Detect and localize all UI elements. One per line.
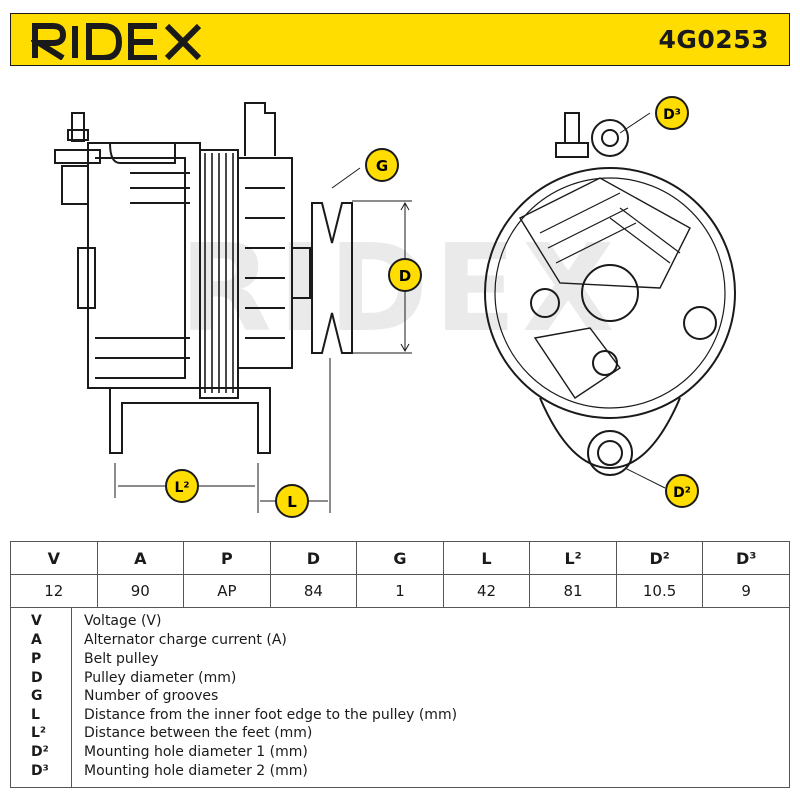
legend-divider [71, 608, 72, 787]
legend-item: V Voltage (V) [11, 613, 791, 632]
badge-d-label: D [399, 267, 411, 285]
legend-key: L [31, 707, 40, 723]
badge-d3-label: D³ [663, 107, 681, 123]
ridex-logo [31, 23, 202, 60]
legend-item: L² Distance between the feet (mm) [11, 725, 791, 744]
legend-key: D³ [31, 763, 49, 779]
spec-header: A [96, 541, 185, 575]
spec-value: 10.5 [615, 574, 704, 608]
legend-key: V [31, 613, 42, 629]
spec-header: D² [615, 541, 704, 575]
legend-text: Distance from the inner foot edge to the… [84, 707, 458, 723]
badge-l: L [275, 484, 309, 518]
spec-value: 9 [702, 574, 790, 608]
part-number: 4G0253 [658, 25, 769, 54]
badge-d: D [388, 258, 422, 292]
legend-item: D Pulley diameter (mm) [11, 670, 791, 689]
legend-key: L² [31, 725, 47, 741]
legend-text: Number of grooves [84, 688, 219, 704]
badge-d2: D² [665, 474, 699, 508]
legend-item: G Number of grooves [11, 688, 791, 707]
badge-l-label: L [287, 493, 297, 511]
legend-item: D³ Mounting hole diameter 2 (mm) [11, 763, 791, 782]
spec-header: V [10, 541, 98, 575]
badge-g-label: G [376, 157, 388, 175]
spec-value: AP [183, 574, 271, 608]
leader-lines-rear [619, 112, 666, 489]
legend-text: Voltage (V) [84, 613, 162, 629]
badge-d2-label: D² [673, 485, 691, 501]
badge-g: G [365, 148, 399, 182]
legend-key: D [31, 670, 43, 686]
spec-header: G [356, 541, 444, 575]
legend-text: Alternator charge current (A) [84, 632, 287, 648]
spec-value: 42 [442, 574, 531, 608]
legend-key: A [31, 632, 42, 648]
rear-view [484, 112, 736, 476]
legend-text: Mounting hole diameter 1 (mm) [84, 744, 308, 760]
badge-d3: D³ [655, 96, 689, 130]
legend: V Voltage (V) A Alternator charge curren… [10, 608, 790, 788]
spec-header: L [442, 541, 531, 575]
alternator-drawing: RIDEX [54, 96, 736, 518]
legend-item: L Distance from the inner foot edge to t… [11, 707, 791, 726]
spec-value: 12 [10, 574, 98, 608]
legend-item: D² Mounting hole diameter 1 (mm) [11, 744, 791, 763]
legend-key: P [31, 651, 42, 667]
legend-text: Pulley diameter (mm) [84, 670, 237, 686]
badge-l2: L² [165, 469, 199, 503]
legend-item: P Belt pulley [11, 651, 791, 670]
spec-value: 90 [96, 574, 185, 608]
spec-value: 81 [529, 574, 617, 608]
spec-value: 1 [356, 574, 444, 608]
legend-key: D² [31, 744, 49, 760]
legend-key: G [31, 688, 43, 704]
header-bar: 4G0253 [10, 13, 790, 66]
spec-value: 84 [269, 574, 358, 608]
spec-header-row: V A P D G L L² D² D³ [10, 541, 790, 575]
legend-text: Belt pulley [84, 651, 159, 667]
spec-value-row: 12 90 AP 84 1 42 81 10.5 9 [10, 574, 790, 608]
legend-text: Distance between the feet (mm) [84, 725, 313, 741]
technical-drawing: RIDEX [0, 68, 800, 538]
badge-l2-label: L² [174, 480, 189, 496]
spec-header: D [269, 541, 358, 575]
spec-table: V A P D G L L² D² D³ 12 90 AP 84 1 42 81… [10, 541, 790, 608]
legend-text: Mounting hole diameter 2 (mm) [84, 763, 308, 779]
spec-header: L² [529, 541, 617, 575]
spec-header: D³ [702, 541, 790, 575]
spec-header: P [183, 541, 271, 575]
legend-item: A Alternator charge current (A) [11, 632, 791, 651]
